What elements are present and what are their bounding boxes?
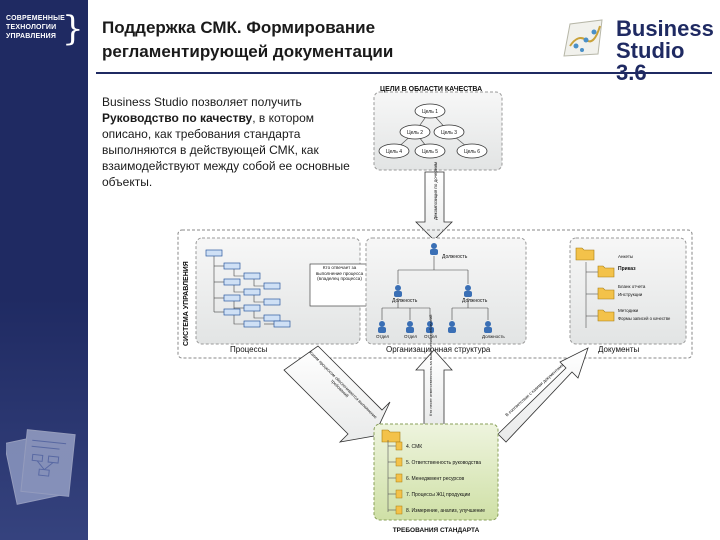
doc-item-5: Методики <box>618 308 639 313</box>
logo-line-1: Business <box>616 16 714 41</box>
description-paragraph: Business Studio позволяет получить Руков… <box>102 94 364 190</box>
goals-arrow-label: Декомпозиция по дочерним <box>433 162 438 220</box>
standard-item-1: 4. СМК <box>406 444 422 450</box>
org-node-dept-2: Отдел <box>404 334 417 339</box>
goals-panel: ЦЕЛИ В ОБЛАСТИ КАЧЕСТВА Цель 1 Цель 2 Це… <box>373 86 503 171</box>
title-line-2: регламентирующей документации <box>102 42 394 61</box>
logo-line-2: Studio 3.6 <box>616 38 685 85</box>
goal-node-2: Цель 2 <box>407 130 423 136</box>
description-part-2: , в котором описано, как требования стан… <box>102 111 350 189</box>
doc-item-6: Формы записей о качестве <box>618 316 671 321</box>
org-node-left: Должность <box>392 298 418 304</box>
doc-item-1: Анкеты <box>618 254 633 259</box>
process-owner-callout: Кто отвечает за выполнение процесса (вла… <box>309 263 381 307</box>
documents-label: Документы <box>598 345 639 354</box>
goal-node-4: Цель 4 <box>386 149 402 155</box>
standard-item-4: 7. Процессы ЖЦ продукции <box>406 492 470 498</box>
standard-title: ТРЕБОВАНИЯ СТАНДАРТА <box>393 527 480 534</box>
qms-diagram-svg: ЦЕЛИ В ОБЛАСТИ КАЧЕСТВА Цель 1 Цель 2 Це… <box>177 86 693 534</box>
doc-item-2: Приказ <box>618 266 636 272</box>
standard-item-2: 5. Ответственность руководства <box>406 460 481 466</box>
right-arrow-label: В соответствии с какими документами <box>504 362 565 418</box>
logo-wordmark: Business Studio 3.6 <box>616 18 714 84</box>
brand-sidebar: СОВРЕМЕННЫЕ ТЕХНОЛОГИИ УПРАВЛЕНИЯ } <box>0 0 88 540</box>
brand-line-1: СОВРЕМЕННЫЕ <box>6 15 66 22</box>
doc-item-3: Бланк отчета <box>618 284 646 289</box>
org-node-dept-1: Отдел <box>376 334 389 339</box>
process-owner-callout-text: Кто отвечает за выполнение процесса (вла… <box>315 265 364 282</box>
standard-to-org-arrow: Кто несет ответственность за выполнение … <box>415 315 453 427</box>
brand-line-2: ТЕХНОЛОГИИ <box>6 24 57 31</box>
org-node-dept-3: Отдел <box>424 334 437 339</box>
org-node-right: Должность <box>462 298 488 304</box>
org-node-top: Должность <box>442 254 468 260</box>
documents-illustration <box>6 429 76 505</box>
business-studio-logo: Business Studio 3.6 <box>560 12 714 84</box>
standard-requirements-panel: 4. СМК 5. Ответственность руководства 6.… <box>373 423 499 534</box>
standard-to-processes-arrow: Каким процессом обеспечивается выполнени… <box>283 345 391 443</box>
org-node-bottom-right: Должность <box>482 334 505 339</box>
brand-brace-icon: } <box>62 9 84 49</box>
standard-item-3: 6. Менеджмент ресурсов <box>406 476 465 482</box>
qms-diagram: ЦЕЛИ В ОБЛАСТИ КАЧЕСТВА Цель 1 Цель 2 Це… <box>168 80 700 540</box>
description-bold: Руководство по качеству <box>102 111 253 125</box>
doc-item-4: Инструкции <box>618 292 643 297</box>
goal-node-3: Цель 3 <box>441 130 457 136</box>
goal-node-1: Цель 1 <box>422 109 438 115</box>
brand-line-3: УПРАВЛЕНИЯ <box>6 33 57 40</box>
system-label: СИСТЕМА УПРАВЛЕНИЯ <box>183 261 190 346</box>
org-structure-panel: Должность Должность Должность Отдел Отде… <box>365 237 527 354</box>
goals-to-org-arrow: Декомпозиция по дочерним <box>415 162 453 241</box>
processes-label: Процессы <box>230 345 268 354</box>
goal-node-6: Цель 6 <box>464 149 480 155</box>
goals-title: ЦЕЛИ В ОБЛАСТИ КАЧЕСТВА <box>380 86 482 93</box>
description-part-1: Business Studio позволяет получить <box>102 95 302 109</box>
middle-arrow-label: Кто несет ответственность за выполнение … <box>428 315 433 416</box>
title-line-1: Поддержка СМК. Формирование <box>102 18 376 37</box>
documents-panel: Анкеты Приказ Бланк отчета Инструкции Ме… <box>569 237 687 354</box>
brand-logo-text: СОВРЕМЕННЫЕ ТЕХНОЛОГИИ УПРАВЛЕНИЯ <box>6 14 84 41</box>
page-title: Поддержка СМК. Формирование регламентиру… <box>102 16 522 64</box>
org-label: Организационная структура <box>386 345 491 354</box>
goal-node-5: Цель 5 <box>422 149 438 155</box>
standard-item-5: 8. Измерение, анализ, улучшение <box>406 508 485 514</box>
header-divider <box>96 72 712 74</box>
standard-to-documents-arrow: В соответствии с какими документами <box>497 347 589 443</box>
business-studio-logo-icon <box>563 19 603 57</box>
